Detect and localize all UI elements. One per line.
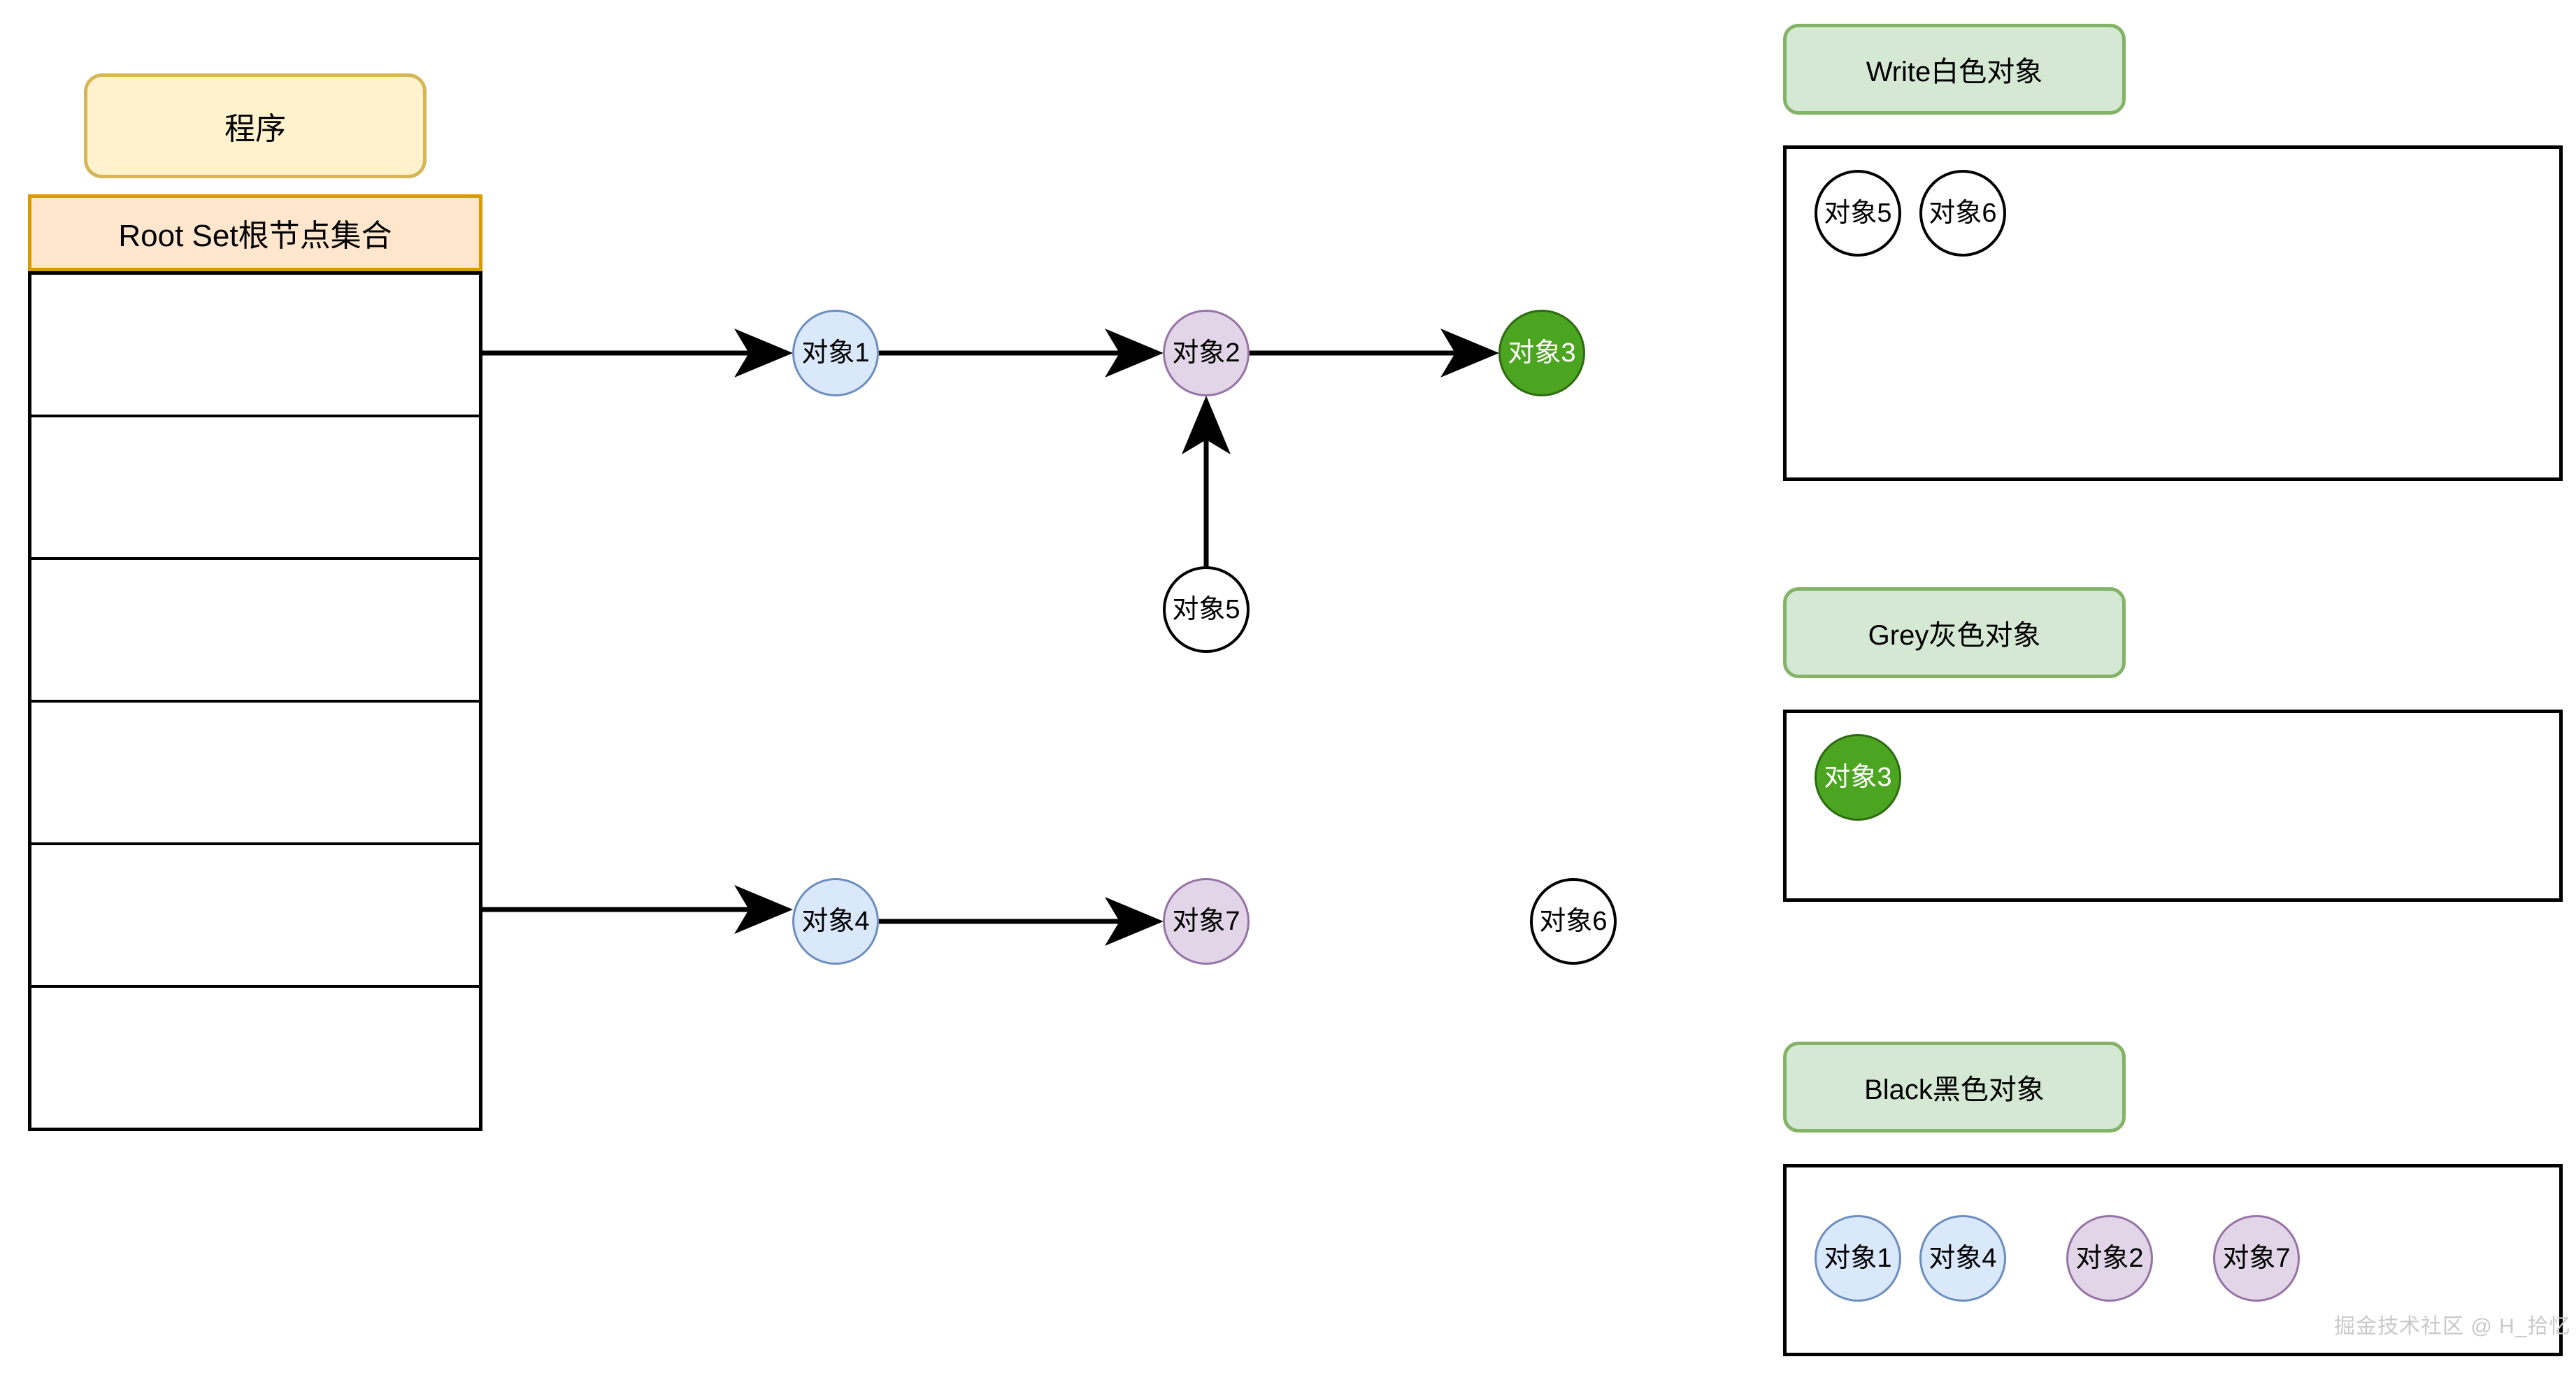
legend-node-label: 对象1 bbox=[1824, 1244, 1892, 1273]
legend-node-obj4[interactable]: 对象4 bbox=[1919, 1215, 2006, 1302]
legend-items-black: 对象1 对象4 对象2 对象7 bbox=[1815, 1215, 2318, 1302]
legend-node-label: 对象4 bbox=[1929, 1244, 1997, 1273]
legend-node-label: 对象2 bbox=[2075, 1244, 2144, 1273]
graph-node-obj5[interactable]: 对象5 bbox=[1163, 566, 1250, 653]
graph-node-label: 对象5 bbox=[1172, 595, 1240, 624]
root-set-row[interactable] bbox=[31, 988, 479, 1128]
root-set-row[interactable] bbox=[31, 845, 479, 988]
legend-title-label: Black黑色对象 bbox=[1864, 1074, 2045, 1105]
graph-node-obj7[interactable]: 对象7 bbox=[1163, 878, 1250, 965]
graph-node-obj4[interactable]: 对象4 bbox=[792, 878, 879, 965]
legend-title-white[interactable]: Write白色对象 bbox=[1783, 24, 2126, 115]
root-set-row[interactable] bbox=[31, 275, 479, 417]
legend-title-label: Grey灰色对象 bbox=[1868, 620, 2041, 651]
legend-title-grey[interactable]: Grey灰色对象 bbox=[1783, 587, 2126, 678]
graph-node-label: 对象7 bbox=[1172, 907, 1240, 936]
legend-node-obj1[interactable]: 对象1 bbox=[1815, 1215, 1901, 1302]
legend-node-obj3[interactable]: 对象3 bbox=[1815, 734, 1901, 821]
graph-node-label: 对象6 bbox=[1539, 907, 1608, 936]
legend-body-white bbox=[1783, 145, 2563, 481]
legend-node-label: 对象3 bbox=[1824, 763, 1892, 792]
graph-node-obj2[interactable]: 对象2 bbox=[1163, 310, 1250, 396]
legend-node-obj2[interactable]: 对象2 bbox=[2066, 1215, 2153, 1302]
root-set-table bbox=[28, 271, 482, 1131]
legend-body-black bbox=[1783, 1164, 2563, 1356]
root-set-label: Root Set根节点集合 bbox=[118, 219, 392, 253]
program-label: 程序 bbox=[224, 112, 286, 146]
legend-node-label: 对象6 bbox=[1929, 199, 1997, 228]
graph-node-obj3[interactable]: 对象3 bbox=[1498, 310, 1585, 396]
root-set-row[interactable] bbox=[31, 417, 479, 560]
graph-node-label: 对象4 bbox=[801, 907, 870, 936]
root-set-row[interactable] bbox=[31, 560, 479, 703]
legend-body-grey bbox=[1783, 710, 2563, 902]
graph-node-obj6[interactable]: 对象6 bbox=[1530, 878, 1617, 965]
legend-title-black[interactable]: Black黑色对象 bbox=[1783, 1042, 2126, 1133]
graph-node-label: 对象3 bbox=[1508, 338, 1576, 368]
graph-node-label: 对象1 bbox=[801, 338, 870, 368]
legend-title-label: Write白色对象 bbox=[1866, 57, 2043, 87]
legend-items-grey: 对象3 bbox=[1815, 734, 1919, 821]
program-box[interactable]: 程序 bbox=[84, 73, 427, 178]
legend-node-label: 对象5 bbox=[1824, 199, 1892, 228]
legend-node-obj6[interactable]: 对象6 bbox=[1919, 170, 2006, 257]
graph-node-label: 对象2 bbox=[1172, 338, 1240, 368]
root-set-row[interactable] bbox=[31, 703, 479, 845]
watermark: 掘金技术社区 @ H_拾忆 bbox=[2334, 1315, 2571, 1338]
legend-node-label: 对象7 bbox=[2222, 1244, 2291, 1273]
legend-node-obj5[interactable]: 对象5 bbox=[1815, 170, 1901, 257]
legend-node-obj7[interactable]: 对象7 bbox=[2213, 1215, 2300, 1302]
graph-node-obj1[interactable]: 对象1 bbox=[792, 310, 879, 396]
legend-items-white: 对象5 对象6 bbox=[1815, 170, 2024, 257]
root-set-header[interactable]: Root Set根节点集合 bbox=[28, 194, 482, 271]
